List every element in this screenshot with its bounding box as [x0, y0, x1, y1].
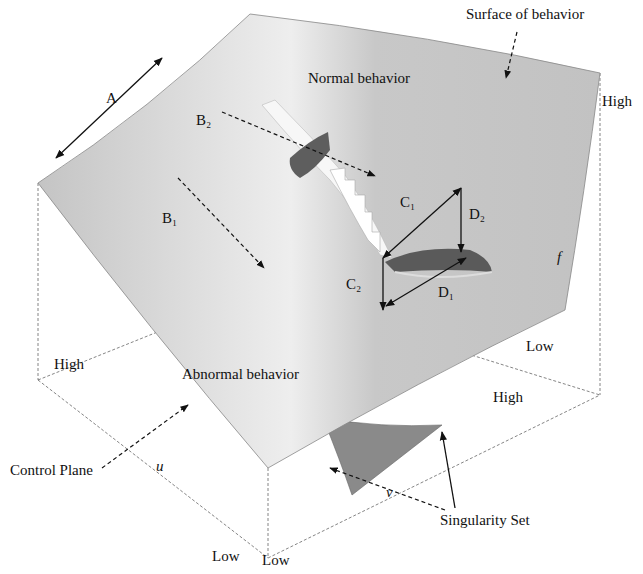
axis-label: High: [493, 389, 523, 406]
region-label: Normal behavior: [308, 70, 410, 87]
measure-arrows: [56, 58, 466, 508]
axis-label: Low: [526, 338, 554, 355]
axis-name: f: [557, 249, 561, 266]
fold-edge: [395, 272, 492, 277]
region-label: Abnormal behavior: [182, 366, 299, 383]
singularity-set: [323, 418, 442, 495]
fold-steps: [330, 168, 380, 252]
axis-label: Low: [262, 552, 290, 569]
fold-highlight: [262, 100, 392, 258]
callout-letter: C₂: [346, 276, 361, 293]
axis-label: High: [602, 93, 632, 110]
plane-label: Control Plane: [10, 462, 93, 479]
axis-label: Low: [212, 548, 240, 565]
callout-letter: D₁: [438, 284, 454, 301]
axis-name: v: [386, 484, 393, 501]
axis-name: u: [156, 458, 164, 475]
dashed-arrows: [102, 32, 517, 510]
fold-upper-sheet: [290, 132, 330, 178]
callout-letter: D₂: [469, 206, 485, 223]
callout-letter: C₁: [400, 194, 415, 211]
surface-label: Surface of behavior: [466, 6, 584, 23]
fold-lower-sheet: [385, 249, 492, 272]
set-label: Singularity Set: [440, 512, 530, 529]
axis-label: High: [54, 356, 84, 373]
callout-letter: B₂: [196, 112, 211, 129]
callout-letter: B₁: [162, 210, 177, 227]
behavior-surface: [38, 14, 600, 468]
callout-letter: A: [106, 90, 117, 107]
